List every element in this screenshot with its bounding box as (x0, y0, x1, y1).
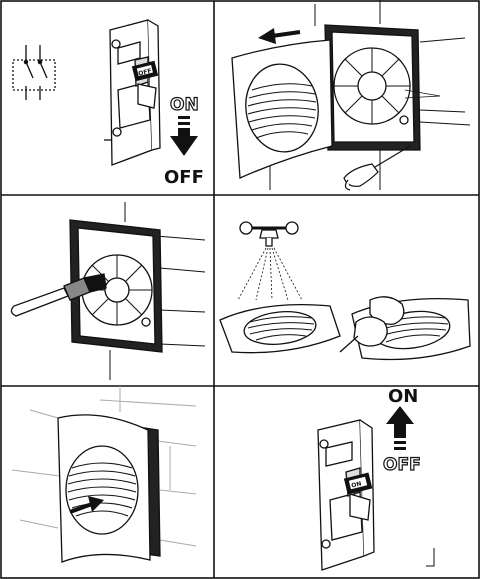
arrow-up-icon (386, 406, 414, 450)
fan-base-icon (325, 25, 420, 150)
panel-step-4 (220, 222, 470, 360)
grille-icon (220, 305, 340, 353)
panel-step-2 (232, 0, 470, 190)
panel-step-6: ON OFF ON (318, 386, 434, 570)
breaker-icon-6 (318, 420, 374, 570)
fan-icon (232, 40, 332, 178)
arrow-left-icon (258, 28, 300, 44)
corner-mark (426, 548, 434, 566)
off-label: OFF (164, 167, 204, 188)
breaker-icon (104, 20, 160, 165)
switch-symbol-icon (13, 45, 55, 100)
off-label-6: OFF (383, 455, 421, 475)
on-label: ON (170, 95, 199, 115)
panel-step-5 (12, 386, 196, 562)
fan-icon-5 (58, 415, 150, 562)
tap-icon (240, 222, 298, 246)
panel-step-1: OFF ON OFF (13, 20, 204, 188)
arrow-down-icon (170, 116, 198, 156)
panel-step-3 (11, 202, 205, 380)
screwdriver-icon (344, 146, 410, 190)
on-label-6: ON (388, 386, 418, 407)
water-spray (238, 248, 302, 300)
